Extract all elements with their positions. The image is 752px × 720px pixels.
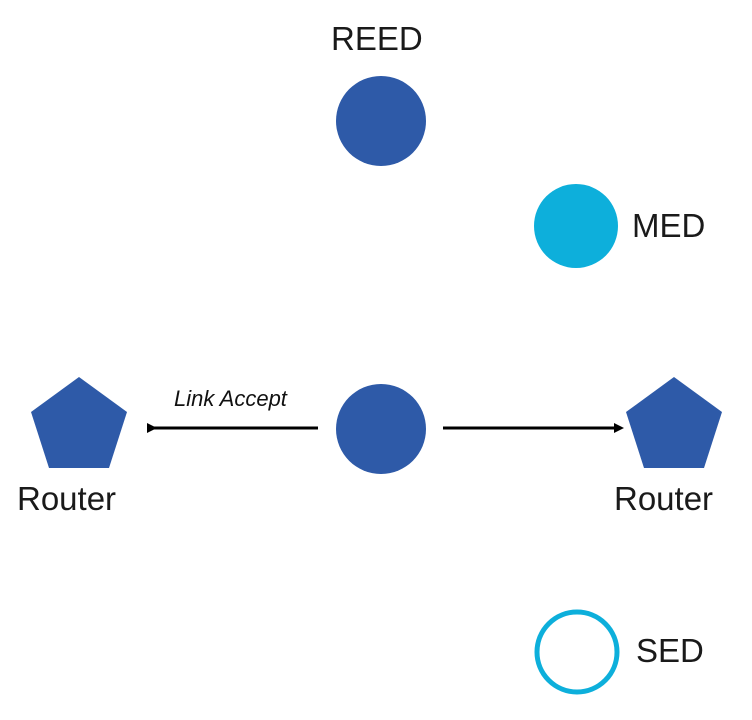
node-router-right-pentagon[interactable] — [626, 377, 722, 468]
node-med-circle[interactable] — [534, 184, 618, 268]
node-label-router-left: Router — [17, 480, 117, 517]
node-leader-circle[interactable] — [336, 384, 426, 474]
node-sed-circle[interactable] — [534, 609, 620, 695]
node-label-med: MED — [632, 207, 706, 244]
node-router-left-pentagon[interactable] — [31, 377, 127, 468]
node-label-reed: REED — [331, 20, 423, 57]
node-reed-circle[interactable] — [336, 76, 426, 166]
node-label-router-right: Router — [614, 480, 714, 517]
node-label-sed: SED — [636, 632, 704, 669]
edge-label-link-accept: Link Accept — [174, 386, 287, 411]
